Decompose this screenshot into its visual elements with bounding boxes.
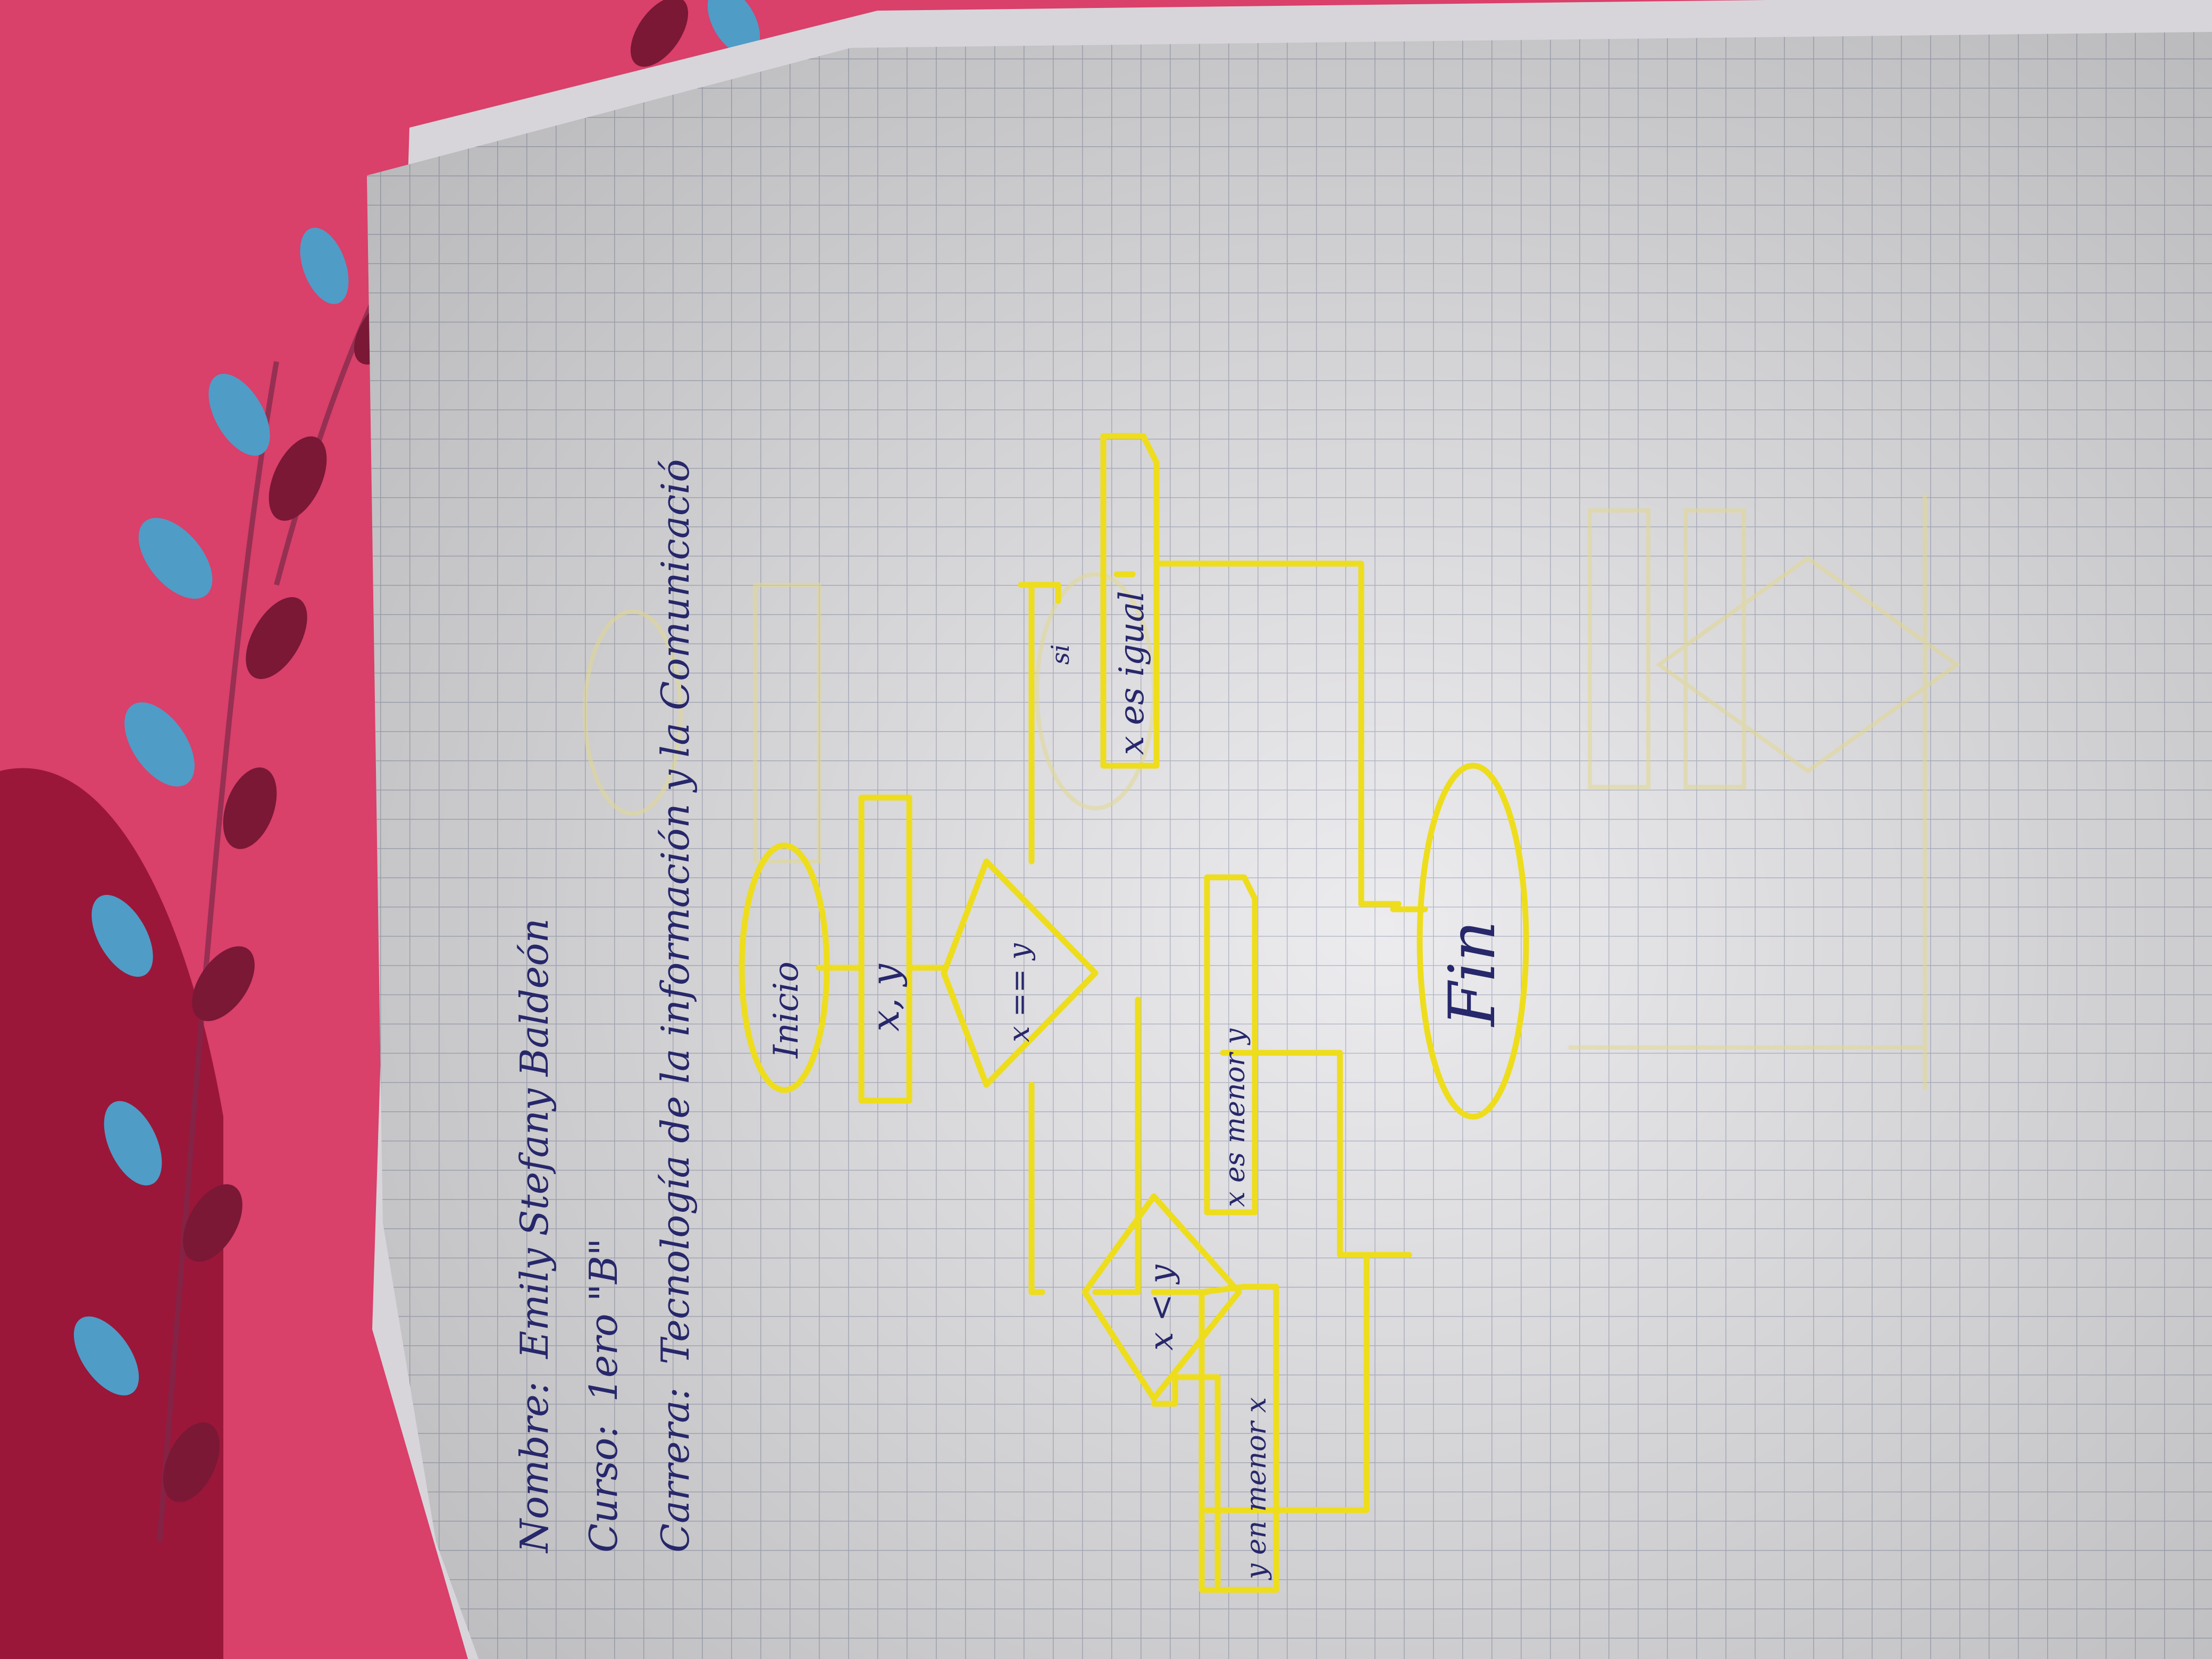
output-x-less-box xyxy=(1204,874,1258,1216)
carrera-label: Carrera: xyxy=(653,1375,698,1553)
end-label: Fin xyxy=(1436,920,1510,1027)
decision-less xyxy=(1082,1193,1242,1402)
input-label: x, y xyxy=(863,963,908,1032)
svg-text:Curso: 1ero "B": Curso: 1ero "B" xyxy=(581,1238,626,1553)
flowchart xyxy=(739,433,1529,1593)
nombre-label: Nombre: xyxy=(512,1369,557,1554)
carrera-value: Tecnología de la información y la Comuni… xyxy=(653,459,698,1364)
flowchart-labels: Inicio x, y x == y si x es igual x < y x… xyxy=(767,591,1510,1580)
decision-equal-label: x == y xyxy=(1002,943,1036,1042)
end-terminal xyxy=(1417,763,1529,1120)
input-box xyxy=(858,794,912,1104)
output-y-less-label: y en menor x xyxy=(1241,1397,1272,1580)
flowchart-connectors xyxy=(816,560,1428,1588)
decision-equal xyxy=(941,858,1099,1088)
decision-equal-yes: si xyxy=(1046,644,1075,665)
start-terminal xyxy=(739,842,830,1093)
student-header: Nombre: Emily Stefany Baldeón Curso: 1er… xyxy=(512,459,698,1554)
output-equal-box xyxy=(1100,433,1160,769)
curso-value: 1ero "B" xyxy=(581,1238,626,1402)
output-x-less-label: x es menor y xyxy=(1219,1028,1251,1207)
bleed-through-marks xyxy=(583,495,1960,1090)
start-label: Inicio xyxy=(767,961,806,1059)
output-equal-label: x es igual xyxy=(1112,591,1152,755)
curso-label: Curso: xyxy=(581,1413,626,1553)
decision-less-label: x < y xyxy=(1142,1264,1180,1351)
svg-text:Nombre: Emily Stefany Baldeón: Nombre: Emily Stefany Baldeón xyxy=(512,918,557,1554)
svg-text:Carrera: Tecnología de la info: Carrera: Tecnología de la información y … xyxy=(653,459,698,1553)
notebook xyxy=(367,0,2212,1659)
nombre-value: Emily Stefany Baldeón xyxy=(512,918,557,1360)
output-y-less-box xyxy=(1199,1284,1279,1593)
